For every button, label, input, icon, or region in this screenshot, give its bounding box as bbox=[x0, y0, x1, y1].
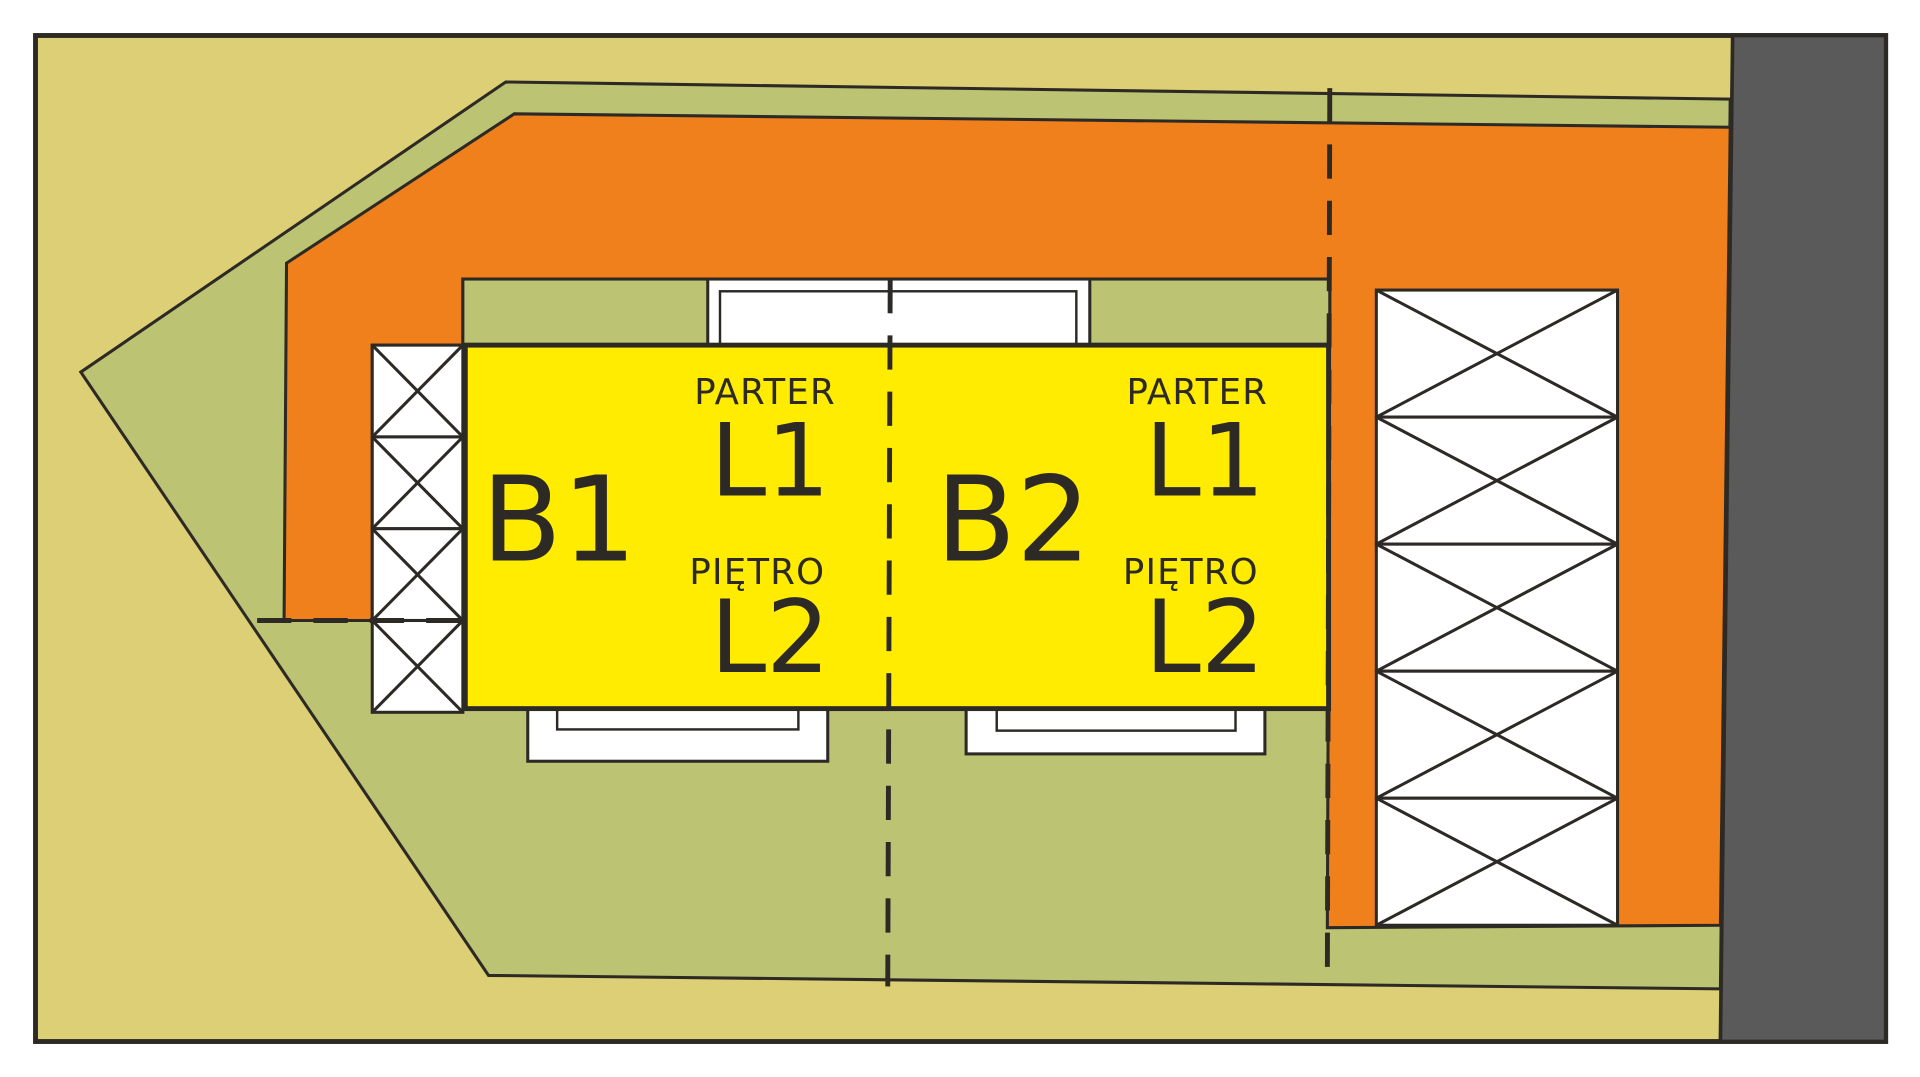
building bbox=[462, 342, 1332, 712]
floor-label: PARTER bbox=[1127, 372, 1269, 413]
building-label: B2 bbox=[936, 452, 1091, 589]
boundary-dashed-line bbox=[885, 279, 893, 987]
building-label: B1 bbox=[481, 452, 636, 589]
parking-space bbox=[370, 435, 465, 531]
terrace-bottom-b2-inner bbox=[995, 707, 1237, 732]
unit-label: L1 bbox=[1145, 403, 1265, 520]
parking-left bbox=[370, 343, 465, 714]
parking-space bbox=[370, 527, 465, 623]
unit-label: L1 bbox=[710, 403, 830, 520]
parking-right bbox=[1374, 288, 1620, 927]
road bbox=[1718, 33, 1888, 1044]
unit-label: L2 bbox=[1145, 579, 1265, 696]
parking-space bbox=[370, 618, 465, 714]
parking-space bbox=[1374, 415, 1620, 546]
parking-space bbox=[370, 343, 465, 439]
floor-label: PIĘTRO bbox=[1123, 552, 1259, 593]
parking-space bbox=[1374, 796, 1620, 927]
unit-label: L2 bbox=[710, 579, 830, 696]
parking-space bbox=[1374, 288, 1620, 419]
parking-space bbox=[1374, 542, 1620, 673]
terrace-top-inner bbox=[718, 290, 1078, 347]
parking-space bbox=[1374, 669, 1620, 800]
floor-label: PARTER bbox=[694, 372, 836, 413]
floor-label: PIĘTRO bbox=[689, 552, 825, 593]
terrace-bottom-b1-inner bbox=[555, 707, 800, 731]
boundary-dashed-line bbox=[1324, 88, 1333, 977]
